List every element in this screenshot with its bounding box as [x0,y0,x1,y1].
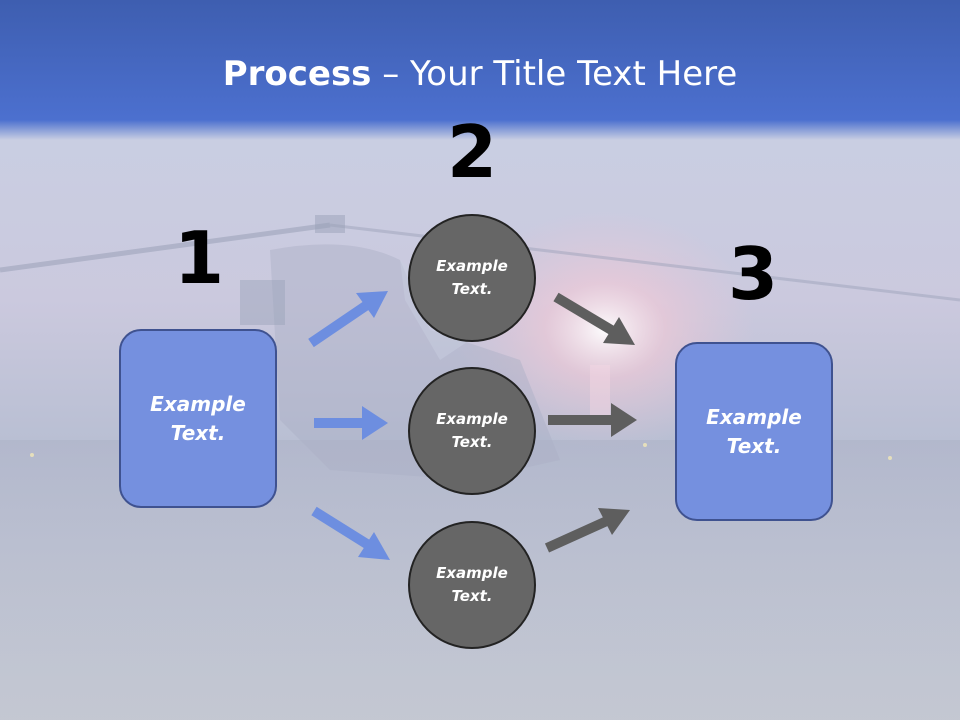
title-bold: Process [222,54,372,94]
step-number-1: 1 [173,216,225,300]
circle-bottom-line2: Text. [451,587,493,605]
title-rest: – Your Title Text Here [371,54,738,94]
slide-title: Process – Your Title Text Here [0,52,960,96]
right-box-line2: Text. [726,433,782,458]
gray-arrow-down [553,292,635,345]
circle-top-line1: Example [436,257,508,275]
blue-arrow-down [311,506,390,560]
gray-arrow-up [544,508,630,553]
step-number-3: 3 [727,232,779,316]
circle-top-line2: Text. [451,280,493,298]
right-box-line1: Example [706,404,802,429]
circle-middle-line2: Text. [451,433,493,451]
gray-arrow-right [548,403,637,437]
circle-bottom-line1: Example [436,564,508,582]
left-box-line1: Example [150,391,246,416]
left-box-line2: Text. [170,420,226,445]
circle-middle-line1: Example [436,410,508,428]
step-number-2: 2 [446,110,498,194]
blue-arrow-right [314,406,388,440]
blue-arrow-up [308,291,388,348]
